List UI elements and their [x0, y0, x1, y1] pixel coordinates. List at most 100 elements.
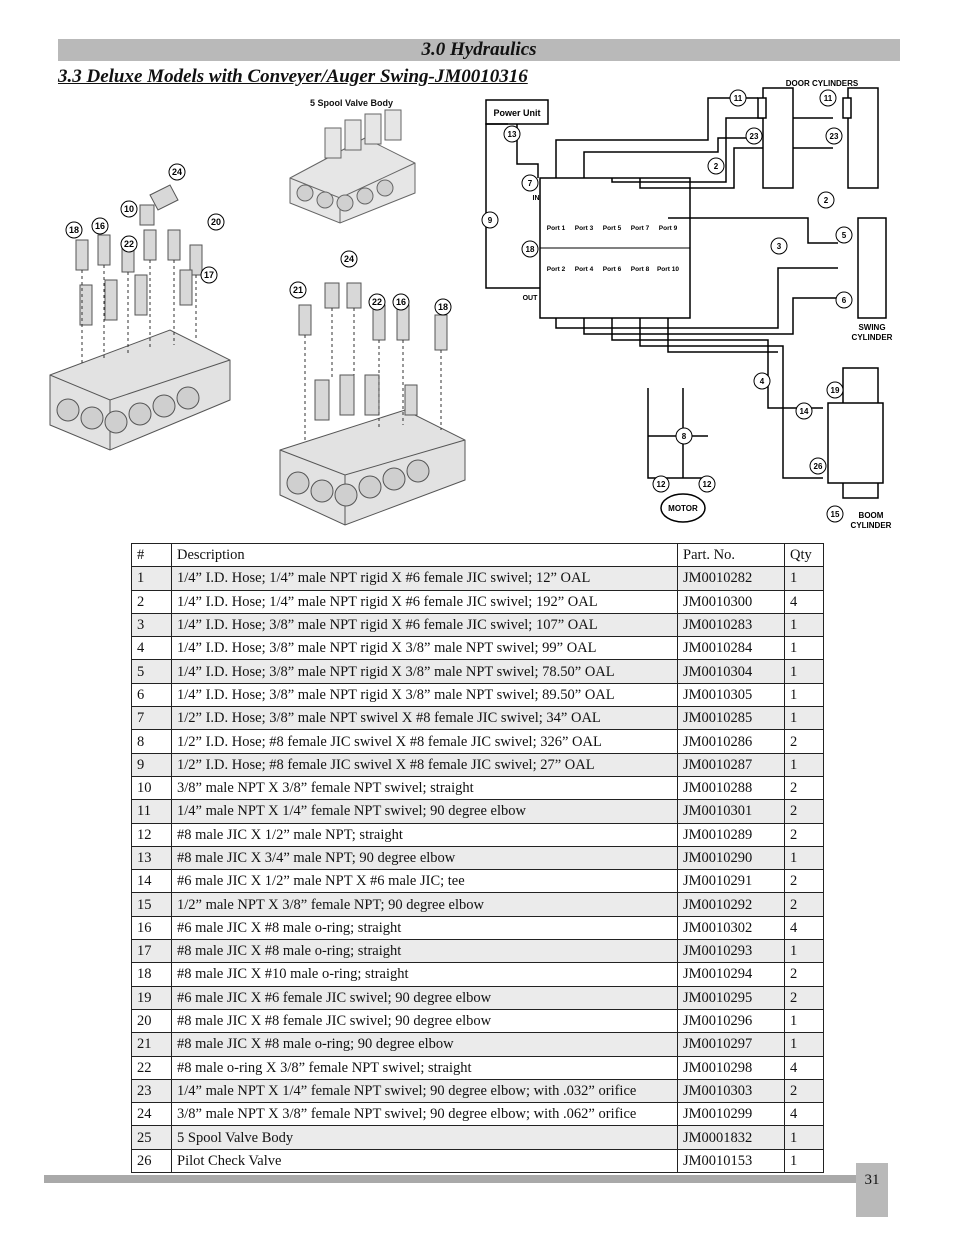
row-number: 8: [131, 729, 172, 754]
row-qty: 4: [784, 915, 824, 941]
row-description: #8 male JIC X #8 male o-ring; straight: [171, 939, 678, 964]
row-number: 1: [131, 566, 172, 591]
callout-22: 22: [372, 297, 382, 307]
callout-18: 18: [69, 225, 79, 235]
row-qty: 1: [784, 612, 824, 638]
row-part-no: JM0010289: [677, 822, 785, 847]
row-part-no: JM0010283: [677, 612, 785, 638]
row-part-no: JM0010299: [677, 1102, 785, 1127]
row-description: 1/4” male NPT X 1/4” female NPT swivel; …: [171, 799, 678, 824]
row-number: 22: [131, 1055, 172, 1080]
callout-18: 18: [526, 245, 535, 254]
row-description: #8 male JIC X #8 female JIC swivel; 90 d…: [171, 1008, 678, 1034]
row-number: 11: [131, 799, 172, 824]
callout-11: 11: [824, 94, 833, 103]
callout-22: 22: [124, 239, 134, 249]
row-number: 16: [131, 915, 172, 941]
row-qty: 1: [784, 752, 824, 777]
callout-2: 2: [714, 162, 719, 171]
callout-7: 7: [528, 179, 533, 188]
row-number: 10: [131, 775, 172, 801]
row-description: 1/2” I.D. Hose; #8 female JIC swivel X #…: [171, 729, 678, 754]
row-description: 1/4” male NPT X 1/4” female NPT swivel; …: [171, 1078, 678, 1104]
row-number: 26: [131, 1148, 172, 1174]
callout-4: 4: [760, 377, 765, 386]
callout-8: 8: [682, 432, 687, 441]
row-description: 1/2” male NPT X 3/8” female NPT; 90 degr…: [171, 892, 678, 917]
row-number: 7: [131, 706, 172, 731]
row-description: 1/2” I.D. Hose; 3/8” male NPT swivel X #…: [171, 706, 678, 731]
row-description: #6 male JIC X #8 male o-ring; straight: [171, 915, 678, 941]
row-description: #8 male o-ring X 3/8” female NPT swivel;…: [171, 1055, 678, 1080]
row-number: 4: [131, 636, 172, 661]
row-description: 1/4” I.D. Hose; 3/8” male NPT rigid X 3/…: [171, 659, 678, 684]
row-part-no: JM0010297: [677, 1032, 785, 1057]
row-number: 5: [131, 659, 172, 684]
callout-20: 20: [211, 217, 221, 227]
table-row: 19#6 male JIC X #6 female JIC swivel; 90…: [131, 985, 824, 1010]
row-part-no: JM0010300: [677, 589, 785, 614]
row-description: 1/4” I.D. Hose; 3/8” male NPT rigid X #6…: [171, 612, 678, 638]
row-number: 15: [131, 892, 172, 917]
row-number: 18: [131, 962, 172, 987]
callout-5: 5: [842, 231, 847, 240]
table-row: 18#8 male JIC X #10 male o-ring; straigh…: [131, 962, 824, 987]
row-part-no: JM0010287: [677, 752, 785, 777]
row-part-no: JM0010288: [677, 775, 785, 801]
callout-21: 21: [293, 285, 303, 295]
table-row: 13#8 male JIC X 3/4” male NPT; 90 degree…: [131, 845, 824, 871]
row-qty: 2: [784, 962, 824, 987]
page-subtitle: 3.3 Deluxe Models with Conveyer/Auger Sw…: [58, 66, 528, 87]
callout-6: 6: [842, 296, 847, 305]
row-description: #6 male JIC X #6 female JIC swivel; 90 d…: [171, 985, 678, 1010]
row-qty: 2: [784, 892, 824, 917]
row-description: #8 male JIC X 3/4” male NPT; 90 degree e…: [171, 845, 678, 871]
row-part-no: JM0010301: [677, 799, 785, 824]
table-row: 20#8 male JIC X #8 female JIC swivel; 90…: [131, 1008, 824, 1034]
footer-bar: [44, 1175, 856, 1183]
row-number: 3: [131, 612, 172, 638]
port-9-label: Port 9: [659, 225, 678, 232]
row-qty: 1: [784, 1032, 824, 1057]
row-number: 23: [131, 1078, 172, 1104]
callout-16: 16: [95, 221, 105, 231]
row-part-no: JM0010293: [677, 939, 785, 964]
row-qty: 4: [784, 589, 824, 614]
callout-3: 3: [777, 242, 782, 251]
row-part-no: JM0010305: [677, 682, 785, 708]
row-part-no: JM0001832: [677, 1125, 785, 1150]
table-row: 14#6 male JIC X 1/2” male NPT X #6 male …: [131, 869, 824, 894]
row-qty: 1: [784, 1125, 824, 1150]
hydraulic-schematic: Power Unit DOOR CYLINDERS Port 1 Port 3 …: [481, 79, 893, 530]
table-header-row: # Description Part. No. Qty: [131, 542, 824, 568]
callout-13: 13: [508, 130, 517, 139]
table-row: 21#8 male JIC X #8 male o-ring; 90 degre…: [131, 1032, 824, 1057]
header-part-no: Part. No.: [677, 542, 785, 568]
row-description: 1/4” I.D. Hose; 3/8” male NPT rigid X 3/…: [171, 636, 678, 661]
row-number: 25: [131, 1125, 172, 1150]
row-qty: 2: [784, 822, 824, 847]
row-qty: 1: [784, 845, 824, 871]
callout-9: 9: [488, 216, 493, 225]
row-description: 5 Spool Valve Body: [171, 1125, 678, 1150]
row-part-no: JM0010291: [677, 869, 785, 894]
row-part-no: JM0010292: [677, 892, 785, 917]
row-number: 20: [131, 1008, 172, 1034]
row-part-no: JM0010304: [677, 659, 785, 684]
row-number: 17: [131, 939, 172, 964]
row-part-no: JM0010303: [677, 1078, 785, 1104]
row-description: 1/4” I.D. Hose; 1/4” male NPT rigid X #6…: [171, 566, 678, 591]
row-description: #8 male JIC X #8 male o-ring; 90 degree …: [171, 1032, 678, 1057]
